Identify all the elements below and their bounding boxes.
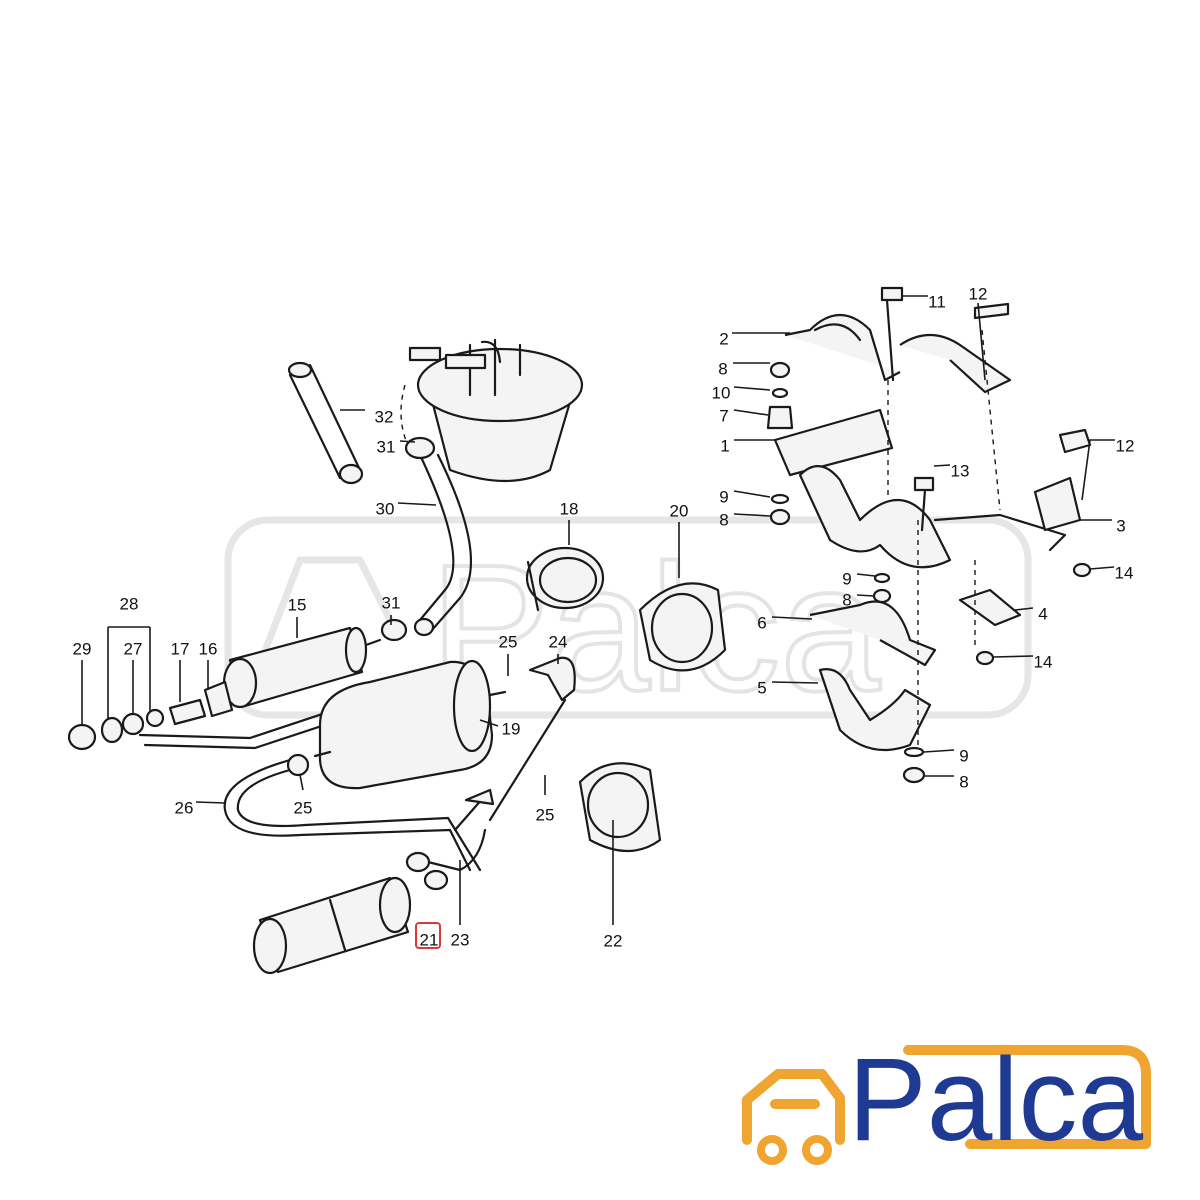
fuel-pump-21-part (252, 876, 412, 975)
callout-8: 8 (959, 772, 968, 791)
callout-9: 9 (842, 569, 851, 588)
callout-17: 17 (171, 639, 190, 658)
clamp-18-part (525, 546, 605, 612)
callout-31: 31 (377, 437, 396, 456)
callout-30: 30 (376, 499, 395, 518)
clamp-31-part (380, 618, 408, 642)
callout-31: 31 (382, 593, 401, 612)
callout-23: 23 (451, 930, 470, 949)
hose-30-part (404, 436, 473, 637)
callout-27: 27 (124, 639, 143, 658)
callout-6: 6 (757, 613, 766, 632)
callout-4: 4 (1038, 604, 1047, 623)
fuel-filter-19-part (313, 659, 507, 790)
logo-text: Palca (848, 1034, 1144, 1166)
callout-22: 22 (604, 931, 623, 950)
fuel-housing-part (400, 338, 584, 483)
clamp-20-part (638, 582, 727, 672)
callout-8: 8 (842, 590, 851, 609)
hose-26-part (223, 753, 482, 872)
callout-9: 9 (719, 487, 728, 506)
callout-8: 8 (718, 359, 727, 378)
callout-3: 3 (1116, 516, 1125, 535)
callout-25: 25 (294, 798, 313, 817)
callout-14: 14 (1115, 563, 1134, 582)
callout-1: 1 (720, 436, 729, 455)
hose-32-part (287, 361, 364, 485)
callout-24: 24 (549, 632, 568, 651)
leader-lines (81, 295, 1115, 925)
callout-25: 25 (499, 632, 518, 651)
callout-32: 32 (375, 407, 394, 426)
logo-wheel-icon (757, 1135, 787, 1165)
callout-20: 20 (670, 501, 689, 520)
callout-11: 11 (928, 292, 946, 311)
fittings-part (67, 698, 207, 751)
callout-21: 21 (420, 930, 439, 949)
callout-9: 9 (959, 746, 968, 765)
callout-19: 19 (502, 719, 521, 738)
palca-logo: Palca (742, 1034, 1151, 1166)
callout-14: 14 (1034, 652, 1053, 671)
callout-25: 25 (536, 805, 555, 824)
bracket-assembly-part (766, 286, 1092, 784)
callout-10: 10 (712, 383, 731, 402)
callout-5: 5 (757, 678, 766, 697)
fuel-pump-15-part (203, 626, 382, 718)
callout-26: 26 (175, 798, 194, 817)
callout-7: 7 (719, 406, 728, 425)
callout-28: 28 (120, 594, 139, 613)
hose-24-part (488, 656, 576, 822)
pipe-23-part (405, 788, 495, 891)
callout-13: 13 (951, 461, 970, 480)
callout-12: 12 (969, 284, 988, 303)
clamp-22-part (578, 762, 662, 852)
logo-wheel-icon (802, 1135, 832, 1165)
callout-12: 12 (1116, 436, 1135, 455)
highlight-box (415, 922, 441, 949)
callout-29: 29 (73, 639, 92, 658)
callout-8: 8 (719, 510, 728, 529)
callout-16: 16 (199, 639, 218, 658)
callout-2: 2 (719, 329, 728, 348)
callout-15: 15 (288, 595, 307, 614)
callout-18: 18 (560, 499, 579, 518)
